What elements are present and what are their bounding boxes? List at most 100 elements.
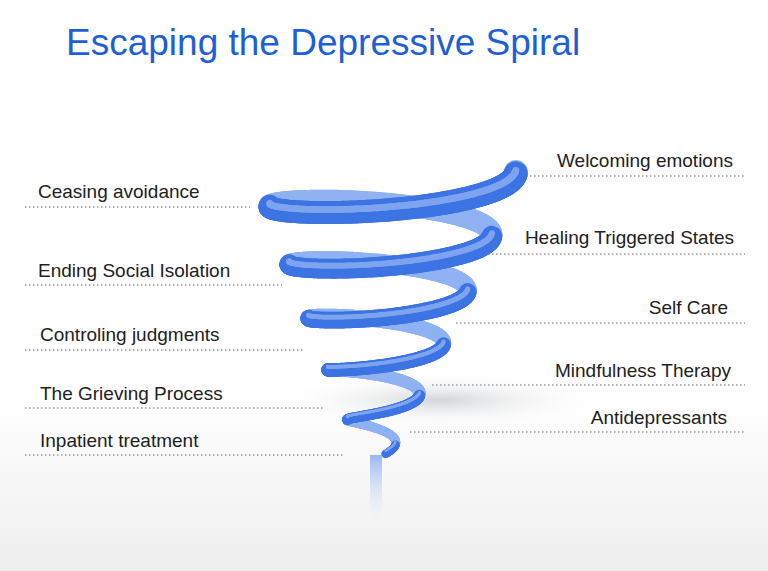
step-label: Healing Triggered States [525, 227, 734, 249]
ribbon-segment [459, 282, 477, 301]
ribbon-highlight [287, 259, 293, 265]
ribbon-segment [344, 413, 355, 423]
ribbon-segment [280, 256, 300, 276]
ribbon-segment [321, 363, 334, 376]
ribbon-segment [346, 413, 357, 423]
ribbon-highlight [308, 314, 313, 319]
ribbon-segment [302, 311, 319, 328]
ribbon-segment [481, 226, 502, 248]
leader-line [25, 349, 305, 351]
ribbon-highlight [349, 414, 352, 417]
ribbon-highlight [385, 449, 388, 451]
ribbon-highlight [394, 442, 396, 445]
ribbon-segment [329, 364, 343, 377]
ribbon-segment [386, 447, 395, 456]
ribbon-segment [305, 311, 322, 328]
ribbon-segment [321, 363, 334, 376]
ribbon-segment [348, 412, 359, 423]
ribbon-highlight [328, 365, 332, 369]
ribbon-segment [325, 363, 339, 376]
ribbon-segment [302, 311, 319, 327]
ribbon-highlight [306, 313, 311, 318]
leader-line [25, 206, 250, 208]
leader-line [25, 284, 282, 286]
ribbon-segment [323, 363, 336, 376]
ribbon-segment [258, 196, 281, 219]
ribbon-highlight [309, 314, 314, 319]
ribbon-highlight [389, 447, 392, 449]
leader-line [25, 454, 345, 456]
ribbon-segment [326, 363, 340, 376]
ribbon-segment [382, 449, 391, 457]
ribbon-segment [342, 414, 352, 424]
ribbon-highlight [389, 447, 392, 449]
ribbon-highlight [393, 443, 395, 445]
ribbon-segment [324, 363, 338, 376]
ribbon-highlight [391, 445, 393, 447]
ribbon-segment [321, 363, 334, 376]
ribbon-segment [301, 310, 318, 326]
ribbon-segment [324, 363, 338, 376]
step-label: Mindfulness Therapy [555, 360, 731, 382]
ribbon-highlight [412, 397, 416, 401]
ribbon-segment [300, 310, 316, 326]
ribbon-segment [322, 363, 335, 376]
ribbon-segment [342, 414, 352, 424]
ribbon-segment [279, 255, 299, 275]
step-label: Self Care [649, 297, 728, 319]
ribbon-segment [279, 254, 298, 274]
ribbon-segment [322, 363, 335, 376]
ribbon-highlight [394, 441, 396, 444]
leader-line [522, 175, 745, 177]
ribbon-highlight [417, 392, 420, 396]
ribbon-segment [301, 310, 318, 326]
ribbon-highlight [266, 200, 273, 207]
ribbon-segment [261, 197, 285, 220]
step-label: Ceasing avoidance [38, 181, 200, 203]
ribbon-highlight [417, 392, 420, 396]
spiral [270, 170, 516, 454]
ribbon-highlight [327, 365, 331, 369]
ribbon-highlight [287, 259, 293, 265]
ribbon-segment [259, 196, 282, 219]
ribbon-highlight [440, 342, 445, 347]
ribbon-highlight [394, 441, 396, 444]
ribbon-highlight [392, 445, 394, 447]
ribbon-segment [303, 309, 320, 325]
ribbon-highlight [327, 365, 331, 369]
ribbon-segment [481, 221, 502, 243]
ribbon-segment [301, 311, 318, 327]
ribbon-segment [258, 195, 280, 218]
ribbon-segment [383, 449, 392, 457]
ribbon-highlight [307, 313, 312, 318]
ribbon-highlight [326, 365, 330, 369]
ribbon-highlight [385, 449, 388, 451]
ribbon-segment [347, 413, 358, 423]
ribbon-segment [321, 363, 334, 376]
ribbon-segment [414, 389, 426, 401]
ribbon-highlight [308, 314, 313, 319]
leader-line [456, 322, 745, 324]
ribbon-segment [343, 414, 353, 424]
ribbon-segment [328, 363, 342, 376]
ribbon-segment [346, 413, 357, 423]
leader-line [468, 253, 745, 255]
ribbon-highlight [347, 415, 350, 418]
step-label: The Grieving Process [40, 383, 223, 405]
ribbon-highlight [269, 202, 276, 209]
ribbon-segment [323, 363, 337, 376]
ribbon-segment [281, 256, 301, 276]
ribbon-highlight [306, 313, 311, 318]
title: Escaping the Depressive Spiral [66, 22, 580, 64]
ribbon-segment [345, 413, 356, 423]
ribbon-segment [259, 196, 282, 219]
ribbon-highlight [288, 260, 294, 266]
ribbon-highlight [348, 414, 351, 417]
step-label: Antidepressants [591, 407, 727, 429]
ribbon-segment [342, 415, 352, 425]
ribbon-segment [279, 255, 298, 275]
ribbon-highlight [306, 313, 311, 318]
ribbon-highlight [392, 444, 394, 446]
ribbon-segment [280, 254, 300, 274]
